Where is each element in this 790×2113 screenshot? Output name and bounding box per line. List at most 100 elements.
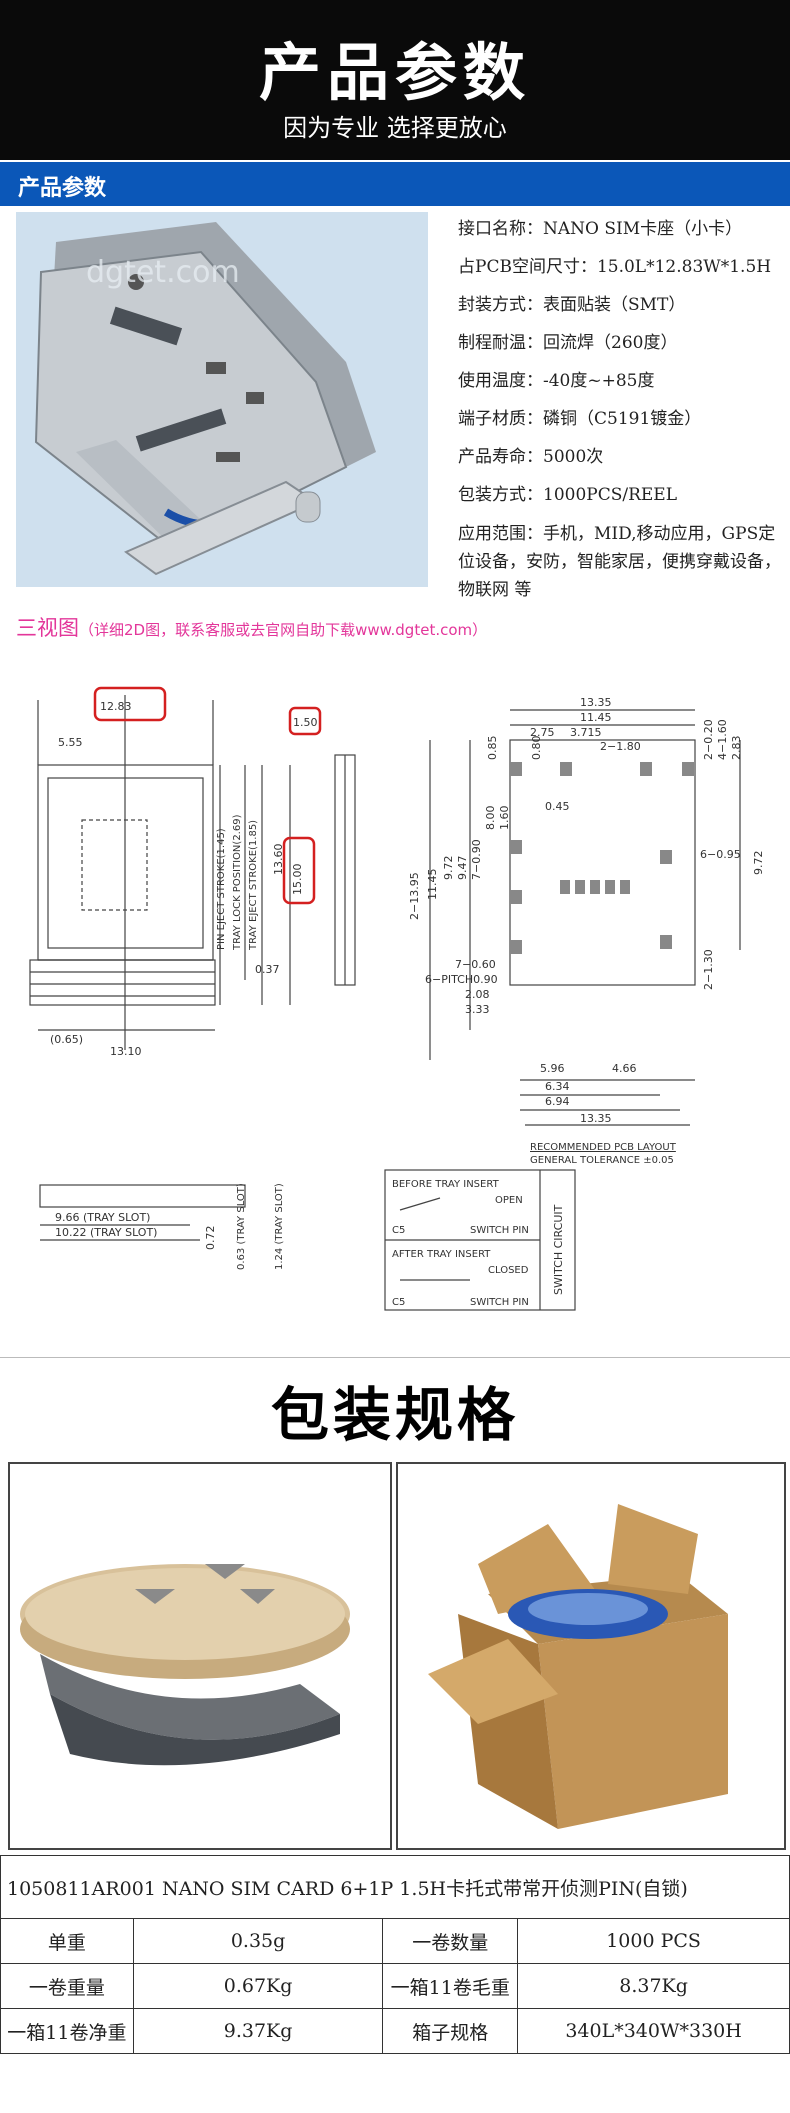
- dim-label: 9.72: [442, 856, 455, 881]
- dim-label: 9.47: [456, 856, 469, 881]
- pcb-caption: RECOMMENDED PCB LAYOUT: [530, 1142, 677, 1153]
- switch-open: OPEN: [495, 1195, 523, 1206]
- table-row: 一箱11卷净重 9.37Kg 箱子规格 340L*340W*330H: [0, 2008, 790, 2054]
- section-bar: 产品参数: [0, 162, 790, 206]
- table-cell: 一箱11卷净重: [0, 2008, 134, 2054]
- dim-label: 15.00: [291, 864, 304, 896]
- tape-reel-illustration: [20, 1564, 350, 1766]
- dim-label: 0.45: [545, 800, 570, 813]
- dim-label: 7−0.60: [455, 958, 496, 971]
- dim-label: 6−PITCH0.90: [425, 973, 498, 986]
- table-title: 1050811AR001 NANO SIM CARD 6+1P 1.5H卡托式带…: [0, 1855, 790, 1919]
- table-cell: 单重: [0, 1918, 134, 1964]
- switch-closed: CLOSED: [488, 1265, 529, 1276]
- dim-label: 4−1.60: [716, 719, 729, 760]
- packaging-title: 包装规格: [270, 1381, 519, 1449]
- dim-label: 2−1.80: [600, 740, 641, 753]
- spec-item: 产品寿命：5000次: [458, 447, 604, 467]
- box-photo: [396, 1462, 786, 1850]
- spec-item: 接口名称：NANO SIM卡座（小卡）: [458, 219, 743, 239]
- packaging-table: 1050811AR001 NANO SIM CARD 6+1P 1.5H卡托式带…: [0, 1855, 790, 2054]
- dim-label: 1.60: [498, 806, 511, 831]
- table-cell: 1000 PCS: [517, 1918, 790, 1964]
- page-subtitle: 因为专业 选择更放心: [283, 114, 507, 142]
- table-row: 单重 0.35g 一卷数量 1000 PCS: [0, 1918, 790, 1964]
- dim-label: (0.65): [50, 1033, 83, 1046]
- dim-label: 1.50: [293, 716, 318, 729]
- dim-label: 2.83: [730, 736, 743, 761]
- dim-label: 8.00: [484, 806, 497, 831]
- views-heading: 三视图（详细2D图，联系客服或去官网自助下载www.dgtet.com）: [16, 612, 487, 642]
- dim-label: 2−1.30: [702, 949, 715, 990]
- views-title: 三视图: [16, 616, 79, 640]
- spec-list: 接口名称：NANO SIM卡座（小卡） 占PCB空间尺寸：15.0L*12.83…: [458, 210, 788, 604]
- stroke-label: PIN EJECT STROKE(1.45): [216, 828, 227, 950]
- table-cell: 0.67Kg: [132, 1963, 384, 2009]
- dim-label: 9.72: [752, 851, 765, 876]
- spec-item: 使用温度：-40度~+85度: [458, 371, 655, 391]
- dim-label: 5.96: [540, 1062, 565, 1075]
- page-header: 产品参数 因为专业 选择更放心: [0, 0, 790, 160]
- dim-label: 0.80: [530, 736, 543, 761]
- technical-drawing: 12.83 5.55 (0.65) 13.10 0.37 13.60 15.00…: [0, 650, 790, 1320]
- table-cell: 一箱11卷毛重: [382, 1963, 519, 2009]
- table-cell: 0.35g: [132, 1918, 384, 1964]
- section-bar-label: 产品参数: [18, 176, 107, 201]
- table-cell: 8.37Kg: [517, 1963, 790, 2009]
- product-photo: dgtet.com: [16, 212, 428, 587]
- stroke-label: TRAY LOCK POSITION(2.69): [232, 814, 243, 951]
- sim-connector-illustration: dgtet.com: [34, 222, 376, 576]
- switch-before: BEFORE TRAY INSERT: [392, 1179, 500, 1190]
- table-cell: 9.37Kg: [132, 2008, 384, 2054]
- dim-label: 0.72: [204, 1226, 217, 1251]
- switch-after: AFTER TRAY INSERT: [392, 1249, 491, 1260]
- dim-label: 2−13.95: [408, 872, 421, 920]
- dim-label: 7−0.90: [470, 839, 483, 880]
- table-cell: 340L*340W*330H: [517, 2008, 790, 2054]
- spec-item: 包装方式：1000PCS/REEL: [458, 485, 677, 505]
- dim-label: 2.08: [465, 988, 490, 1001]
- dim-label: 9.66 (TRAY SLOT): [55, 1211, 150, 1224]
- switch-c5: C5: [392, 1297, 405, 1308]
- table-cell: 一卷重量: [0, 1963, 134, 2009]
- dim-label: 13.10: [110, 1045, 142, 1058]
- dim-label: 11.45: [426, 869, 439, 901]
- dim-label: 0.37: [255, 963, 280, 976]
- dim-label: 12.83: [100, 700, 132, 713]
- dim-label: 0.63 (TRAY SLOT): [236, 1183, 247, 1270]
- dim-label: 6−0.95: [700, 848, 741, 861]
- dim-label: 13.35: [580, 1112, 612, 1125]
- dim-label: 13.60: [272, 844, 285, 876]
- dim-label: 6.94: [545, 1095, 570, 1108]
- switch-c5: C5: [392, 1225, 405, 1236]
- dim-label: 2−0.20: [702, 719, 715, 760]
- dim-label: 3.33: [465, 1003, 490, 1016]
- dim-label: 11.45: [580, 711, 612, 724]
- switch-pin: SWITCH PIN: [470, 1297, 529, 1308]
- dim-label: 13.35: [580, 696, 612, 709]
- table-row: 一卷重量 0.67Kg 一箱11卷毛重 8.37Kg: [0, 1963, 790, 2009]
- table-title-row: 1050811AR001 NANO SIM CARD 6+1P 1.5H卡托式带…: [0, 1855, 790, 1919]
- technical-drawing-svg: 12.83 5.55 (0.65) 13.10 0.37 13.60 15.00…: [29, 686, 765, 1311]
- spec-item: 制程耐温：回流焊（260度）: [458, 333, 678, 353]
- spec-item: 封装方式：表面贴装（SMT）: [458, 295, 686, 315]
- switch-pin: SWITCH PIN: [470, 1225, 529, 1236]
- dim-label: 10.22 (TRAY SLOT): [55, 1226, 157, 1239]
- spec-item: 端子材质：磷铜（C5191镀金）: [458, 409, 702, 429]
- stroke-label: TRAY EJECT STROKE(1.85): [248, 820, 259, 951]
- dim-label: 1.24 (TRAY SLOT): [274, 1183, 285, 1270]
- section-divider: [0, 1357, 790, 1358]
- table-cell: 箱子规格: [382, 2008, 519, 2054]
- dim-label: 2.75: [530, 726, 555, 739]
- pcb-tolerance: GENERAL TOLERANCE ±0.05: [530, 1155, 674, 1166]
- spec-item: 占PCB空间尺寸：15.0L*12.83W*1.5H: [458, 257, 772, 277]
- dim-label: 4.66: [612, 1062, 637, 1075]
- page-title: 产品参数: [258, 36, 531, 109]
- views-note: （详细2D图，联系客服或去官网自助下载www.dgtet.com）: [79, 621, 488, 639]
- dim-label: 6.34: [545, 1080, 570, 1093]
- watermark: dgtet.com: [86, 255, 240, 290]
- dim-label: 3.715: [570, 726, 602, 739]
- carton-box-illustration: [428, 1504, 728, 1829]
- spec-item: 应用范围：手机，MID,移动应用，GPS定位设备，安防，智能家居，便携穿戴设备，…: [458, 524, 781, 600]
- table-cell: 一卷数量: [382, 1918, 519, 1964]
